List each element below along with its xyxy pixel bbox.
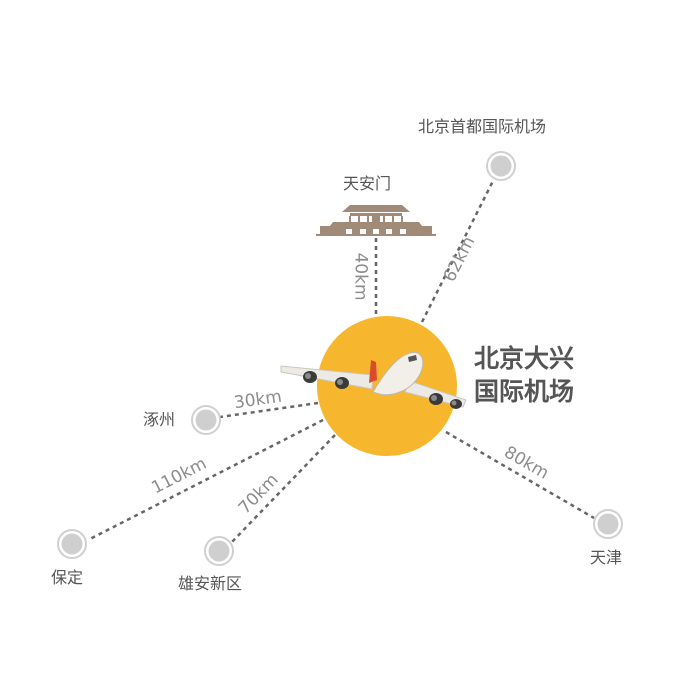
node-tianjin bbox=[593, 509, 623, 539]
route-line-capital-airport bbox=[420, 176, 497, 323]
label-tianjin: 天津 bbox=[590, 548, 623, 567]
node-xiongan bbox=[204, 536, 234, 566]
label-zhuozhou: 涿州 bbox=[143, 410, 176, 429]
node-baoding bbox=[57, 529, 87, 559]
distance-tiananmen: 40km bbox=[350, 252, 371, 301]
route-line-zhuozhou bbox=[219, 401, 319, 419]
airplane-icon bbox=[280, 351, 467, 409]
label-xiongan: 雄安新区 bbox=[178, 574, 243, 593]
tiananmen-gate-icon bbox=[316, 205, 436, 236]
route-line-baoding bbox=[87, 418, 324, 542]
node-zhuozhou bbox=[191, 405, 221, 435]
hub-title-line2: 国际机场 bbox=[474, 377, 575, 406]
route-line-xiongan bbox=[229, 434, 336, 545]
hub-title: 北京大兴 国际机场 bbox=[474, 342, 574, 408]
label-capital-airport: 北京首都国际机场 bbox=[418, 117, 547, 136]
node-capital-airport bbox=[486, 151, 516, 181]
label-baoding: 保定 bbox=[51, 568, 84, 587]
hub-title-line1: 北京大兴 bbox=[474, 344, 575, 373]
route-line-tianjin bbox=[445, 430, 595, 520]
label-tiananmen: 天安门 bbox=[343, 174, 392, 193]
